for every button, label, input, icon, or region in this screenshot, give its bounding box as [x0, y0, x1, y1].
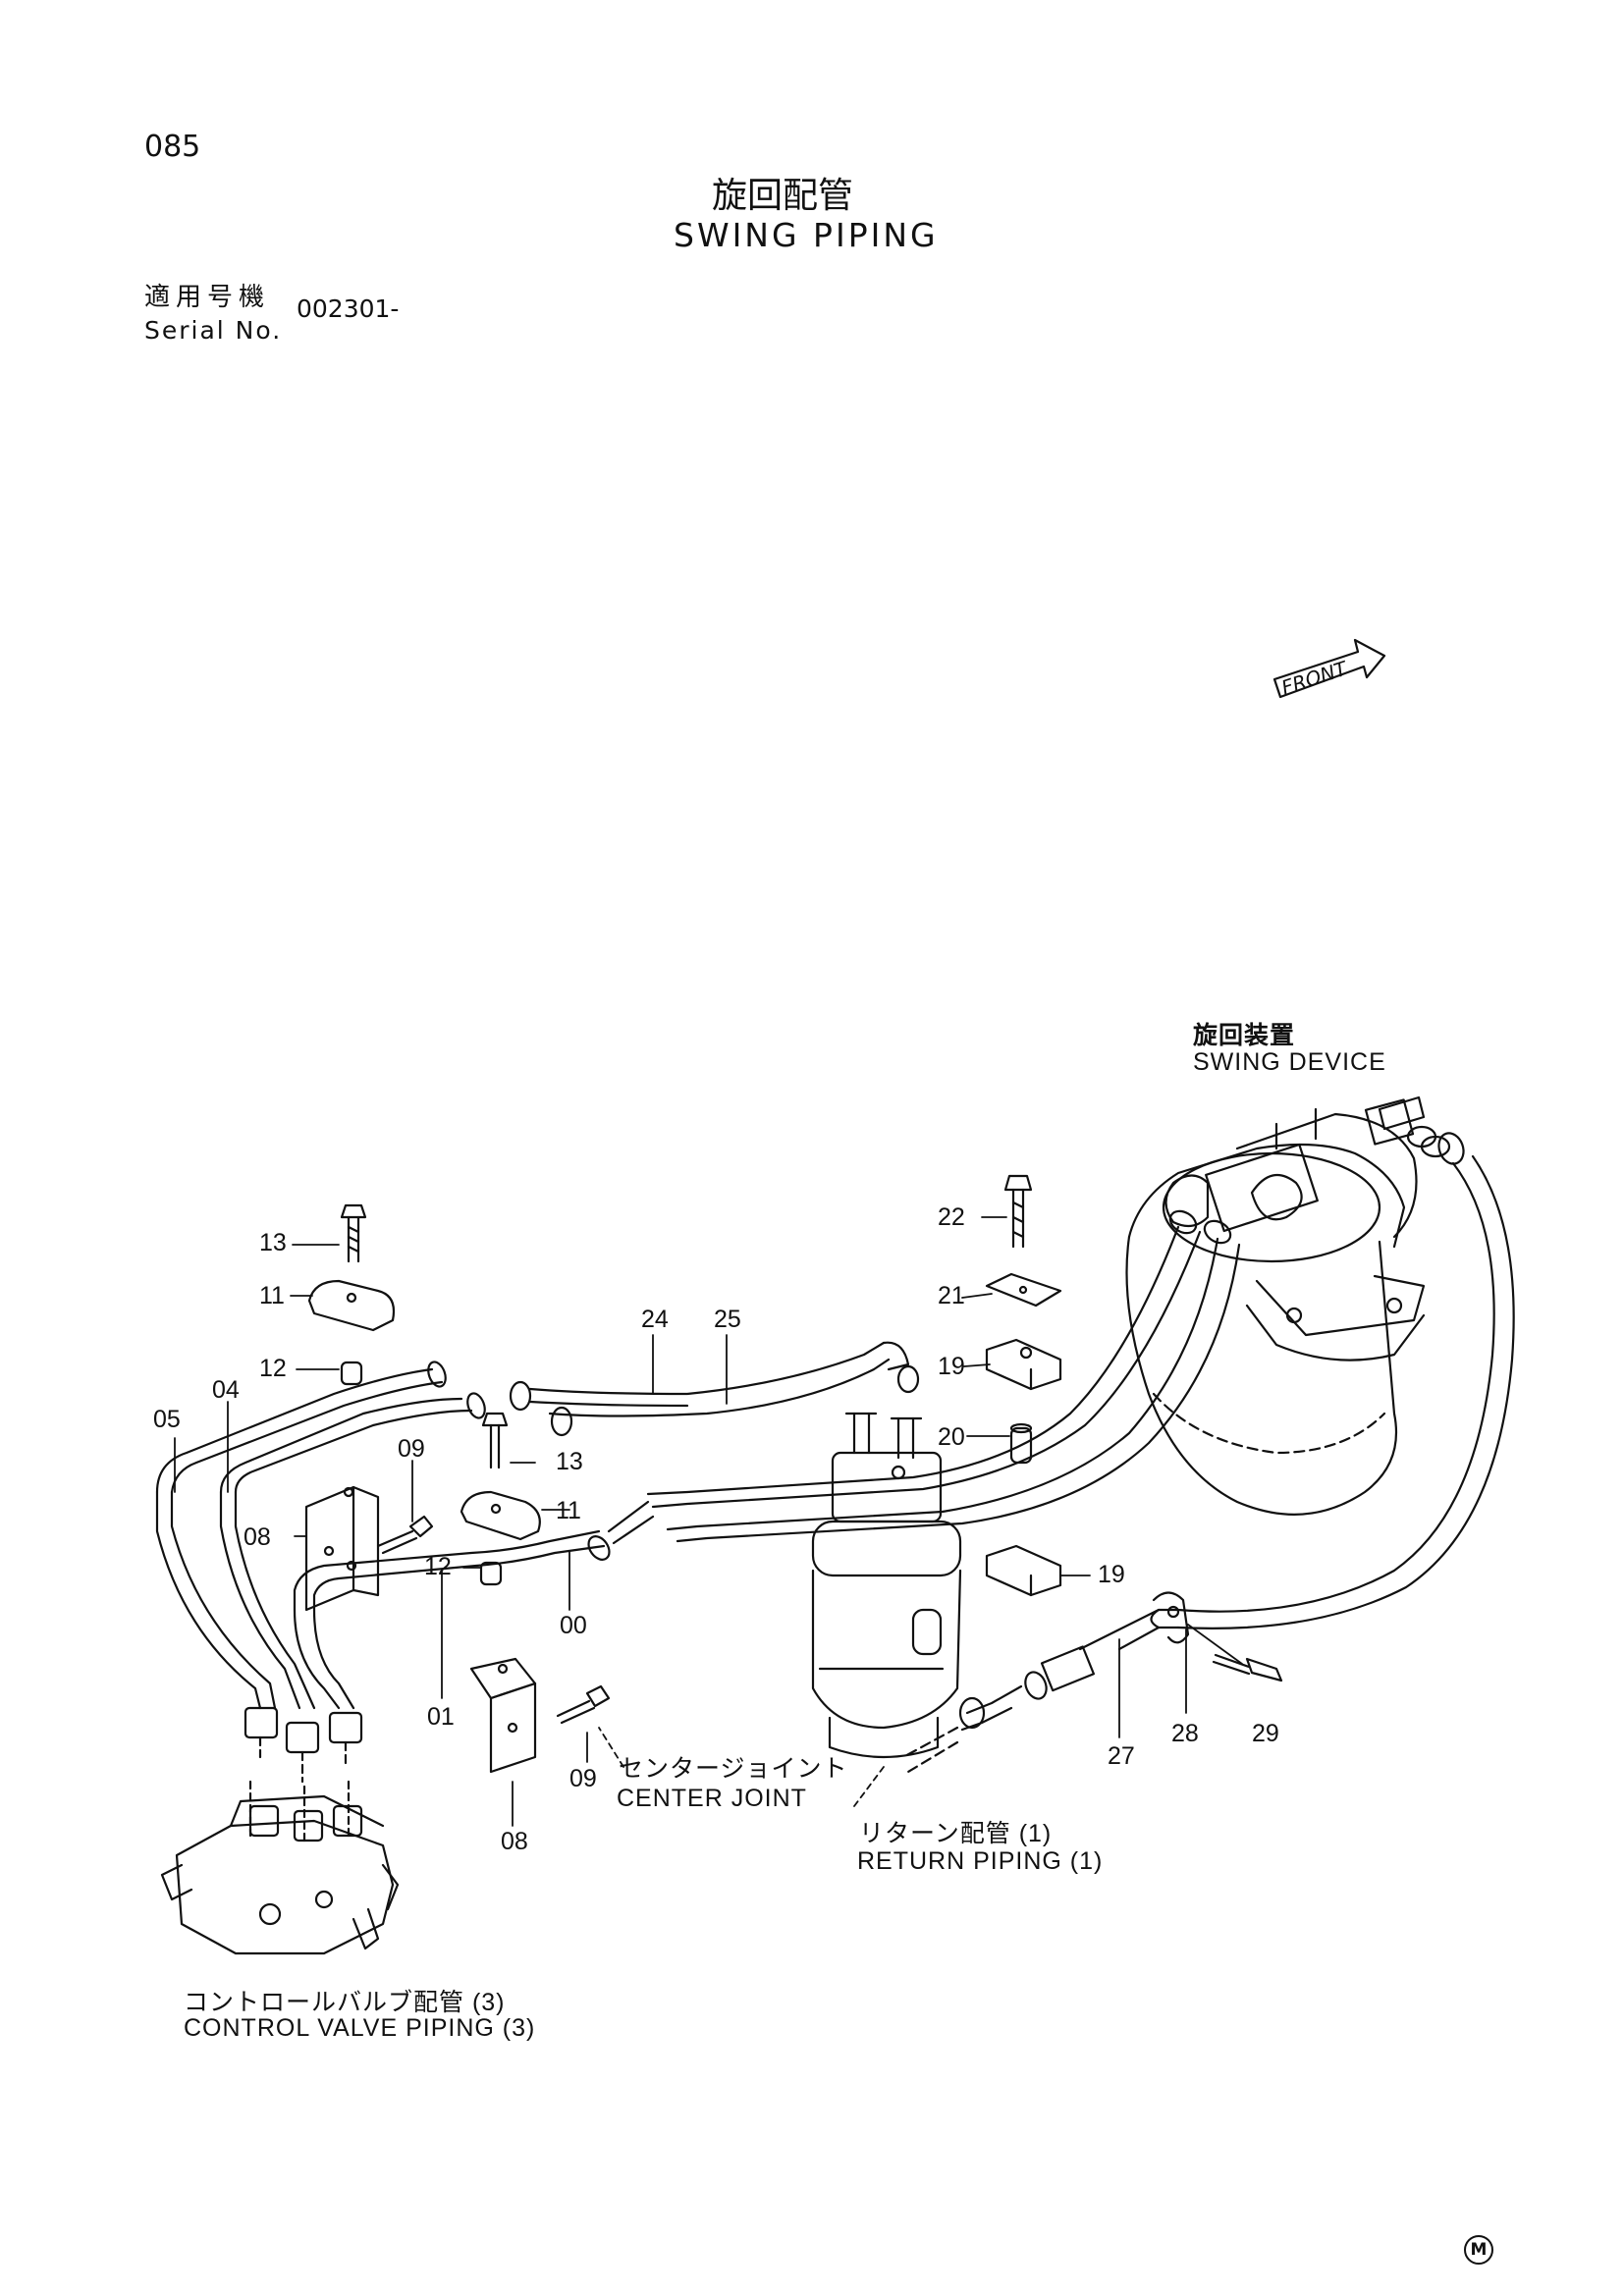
control-valve-label: CONTROL VALVE PIPING (3): [184, 2014, 536, 2042]
pipe-fittings: [244, 1706, 363, 1784]
spacer-20-icon: [1009, 1422, 1033, 1465]
center-joint-label-jp: センタージョイント: [619, 1755, 848, 1783]
callout-09: 09: [569, 1765, 597, 1792]
callout-12: 12: [259, 1355, 287, 1382]
clamp-19-lower-icon: [985, 1544, 1062, 1597]
callout-05: 05: [153, 1406, 181, 1433]
spacer-12-mid-icon: [479, 1561, 503, 1586]
return-piping-label-jp: リターン配管 (1): [859, 1820, 1053, 1847]
center-joint-label: CENTER JOINT: [617, 1785, 807, 1812]
bolt-13-upper-icon: [340, 1203, 367, 1263]
plate-21-icon: [985, 1272, 1062, 1308]
leader-lines: [174, 1216, 1243, 1827]
callout-11: 11: [556, 1497, 581, 1524]
center-joint-icon: [811, 1412, 962, 1759]
return-hose: [901, 1132, 1515, 1774]
swing-device-icon: [1125, 1095, 1451, 1516]
bolt-09-upper-icon: [376, 1515, 434, 1555]
callout-25: 25: [714, 1306, 741, 1333]
callout-04: 04: [212, 1376, 240, 1404]
bracket-08-lower-icon: [469, 1657, 537, 1774]
swing-device-label: SWING DEVICE: [1193, 1048, 1386, 1076]
page-number: 085: [144, 130, 201, 164]
clamp-28-icon: [1152, 1591, 1190, 1644]
front-arrow-icon: [1272, 638, 1386, 699]
callout-21: 21: [938, 1282, 965, 1309]
bolt-13-mid-icon: [481, 1412, 509, 1469]
callout-22: 22: [938, 1203, 965, 1231]
bolt-09-lower-icon: [556, 1684, 611, 1725]
page-title: SWING PIPING: [674, 216, 939, 254]
pipes-04-05: [155, 1361, 486, 1710]
callout-13: 13: [556, 1448, 583, 1475]
callout-29: 29: [1252, 1720, 1279, 1747]
bolt-29-icon: [1212, 1653, 1283, 1682]
callout-13: 13: [259, 1229, 287, 1256]
callout-19: 19: [1098, 1561, 1125, 1588]
page-title-jp: 旋回配管: [712, 176, 854, 216]
callout-01: 01: [427, 1703, 455, 1731]
serial-label: Serial No.: [144, 316, 283, 345]
return-piping-label: RETURN PIPING (1): [857, 1847, 1104, 1875]
hoses-24-25: [509, 1341, 920, 1437]
callout-28: 28: [1171, 1720, 1199, 1747]
control-valve-label-jp: コントロールバルブ配管 (3): [184, 1989, 506, 2016]
clamp-11-upper-icon: [307, 1279, 396, 1332]
swing-hoses: [646, 1209, 1241, 1543]
callout-24: 24: [641, 1306, 669, 1333]
callout-09: 09: [398, 1435, 425, 1463]
clamp-19-upper-icon: [985, 1338, 1062, 1391]
callout-20: 20: [938, 1423, 965, 1451]
callout-27: 27: [1108, 1742, 1135, 1770]
callout-11: 11: [259, 1282, 285, 1309]
serial-label-jp: 適用号機: [144, 283, 271, 312]
callout-12: 12: [424, 1553, 452, 1580]
callout-19: 19: [938, 1353, 965, 1380]
callout-08: 08: [501, 1828, 528, 1855]
callout-00: 00: [560, 1612, 587, 1639]
bolt-22-icon: [1003, 1174, 1033, 1249]
front-label: FRONT: [1278, 656, 1351, 699]
bracket-08-upper-icon: [304, 1485, 380, 1612]
callout-08: 08: [244, 1523, 271, 1551]
spacer-12-upper-icon: [340, 1361, 363, 1386]
serial-number: 002301-: [297, 294, 400, 323]
lines-00-01: [293, 1500, 655, 1612]
control-valve-icon: [160, 1780, 400, 1955]
clamp-11-mid-icon: [460, 1490, 541, 1541]
swing-device-label-jp: 旋回装置: [1193, 1022, 1296, 1049]
footer-mark: M: [1464, 2235, 1493, 2265]
